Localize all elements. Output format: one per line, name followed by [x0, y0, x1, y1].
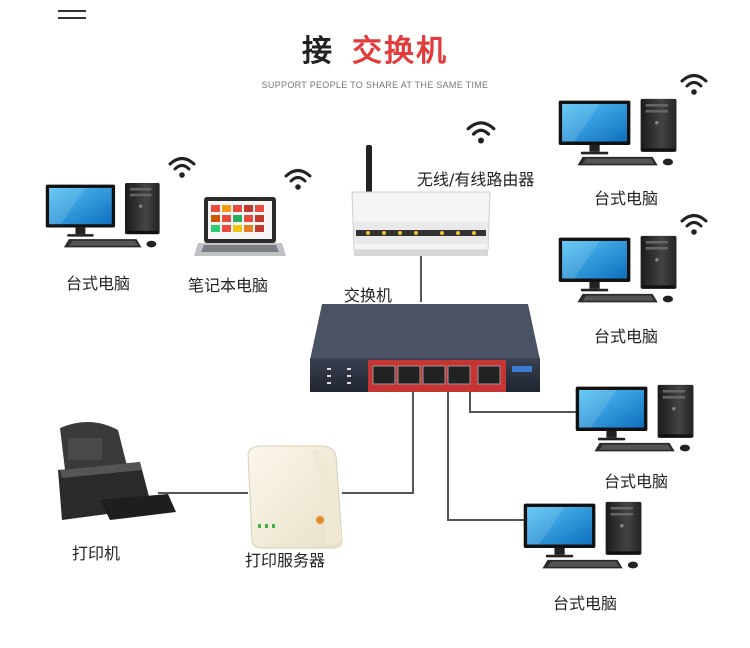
wifi-icon-desktop-left: [168, 157, 196, 180]
desktop-right-3-device: [575, 384, 694, 452]
label-desktop-right-2: 台式电脑: [594, 327, 659, 346]
desktop-right-2-device: [558, 235, 677, 303]
page-title: 接交换机: [0, 26, 750, 70]
desktop-left-device: [45, 183, 160, 248]
desktop-right-1-device: [558, 98, 677, 166]
label-print-server: 打印服务器: [245, 551, 326, 570]
wifi-icon-desktop-right-2: [680, 214, 708, 237]
desktop-bottom-device: [523, 501, 642, 569]
label-desktop-right-3: 台式电脑: [604, 472, 669, 491]
label-desktop-right-1: 台式电脑: [594, 189, 659, 208]
label-desktop-left: 台式电脑: [66, 274, 131, 293]
cable-switch-desktop-bottom: [447, 392, 525, 521]
switch-device: [310, 304, 540, 392]
label-desktop-bottom: 台式电脑: [553, 594, 618, 613]
cables: [158, 255, 578, 521]
title-part1: 接: [302, 34, 334, 69]
menu-icon[interactable]: [58, 10, 86, 20]
wifi-icon-router: [466, 121, 496, 146]
title-part2: 交换机: [352, 34, 448, 69]
cable-switch-print-server: [342, 392, 414, 494]
label-laptop: 笔记本电脑: [188, 276, 269, 295]
wifi-icon-desktop-right-1: [680, 74, 708, 97]
router-device: [351, 145, 491, 256]
laptop-device: [194, 197, 286, 256]
label-printer: 打印机: [72, 544, 121, 563]
printer-device: [58, 421, 176, 520]
label-router: 无线/有线路由器: [417, 170, 535, 189]
cable-switch-desktop-right-3: [469, 392, 578, 413]
print-server-device: [247, 445, 343, 549]
label-switch: 交换机: [344, 286, 393, 305]
page-subtitle: SUPPORT PEOPLE TO SHARE AT THE SAME TIME: [261, 80, 489, 90]
wifi-icon-laptop: [284, 169, 312, 192]
